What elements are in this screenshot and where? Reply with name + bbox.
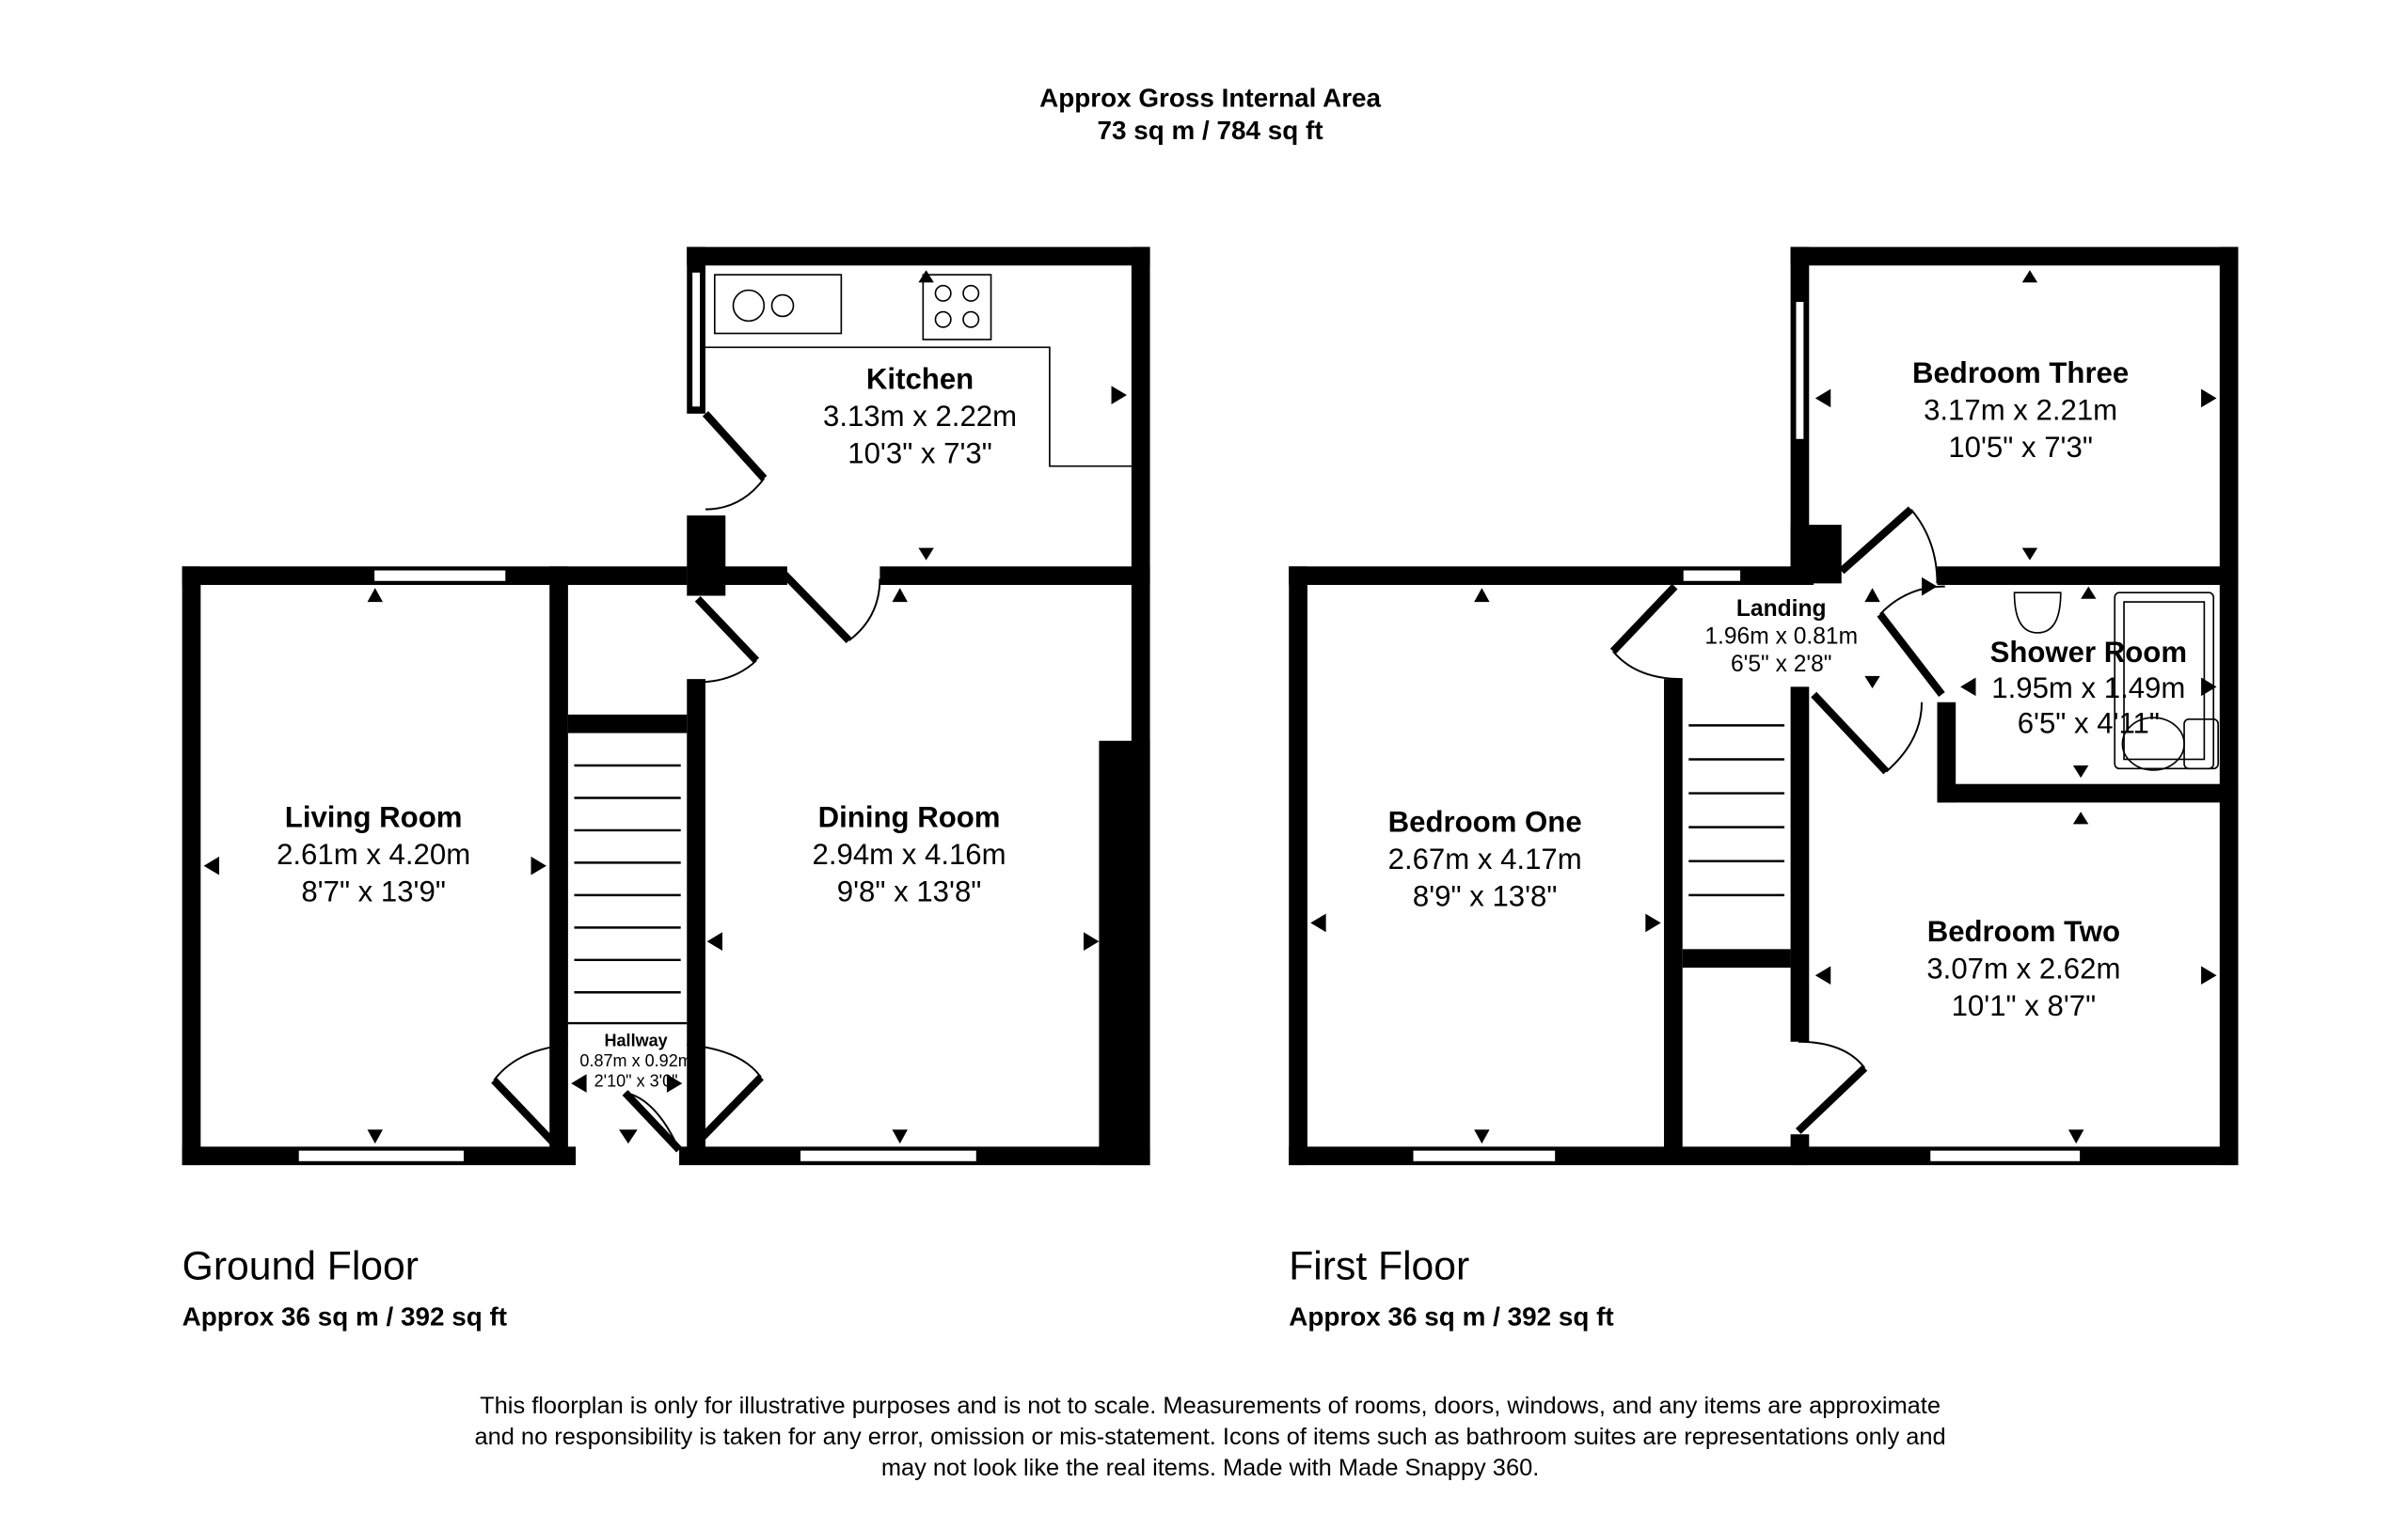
room-bedroom-one: Bedroom One 2.67m x 4.17m 8'9" x 13'8"	[1388, 806, 1582, 913]
svg-text:Bedroom Two: Bedroom Two	[1927, 915, 2120, 948]
room-bedroom-three: Bedroom Three 3.17m x 2.21m 10'5" x 7'3"	[1912, 356, 2129, 464]
svg-text:Living Room: Living Room	[285, 801, 463, 834]
ground-floor-area: Approx 36 sq m / 392 sq ft	[182, 1302, 507, 1332]
room-landing: Landing 1.96m x 0.81m 6'5" x 2'8"	[1704, 596, 1858, 677]
svg-text:10'3" x 7'3": 10'3" x 7'3"	[848, 436, 992, 469]
svg-text:Landing: Landing	[1736, 596, 1827, 622]
svg-text:0.87m x 0.92m: 0.87m x 0.92m	[579, 1051, 691, 1070]
svg-text:Kitchen: Kitchen	[866, 363, 974, 396]
svg-text:10'5" x 7'3": 10'5" x 7'3"	[1948, 431, 2093, 464]
svg-text:Bedroom One: Bedroom One	[1388, 806, 1582, 839]
svg-text:3.13m x 2.22m: 3.13m x 2.22m	[823, 400, 1017, 433]
svg-text:2'10" x 3'0": 2'10" x 3'0"	[594, 1071, 678, 1090]
svg-text:1.95m x 1.49m: 1.95m x 1.49m	[1991, 671, 2185, 704]
svg-text:10'1" x 8'7": 10'1" x 8'7"	[1952, 989, 2097, 1022]
first-floor-title: First Floor	[1289, 1243, 1469, 1288]
room-hallway: Hallway 0.87m x 0.92m 2'10" x 3'0"	[579, 1032, 691, 1091]
room-dining-room: Dining Room 2.94m x 4.16m 9'8" x 13'8"	[813, 801, 1006, 908]
disclaimer-line-2: and no responsibility is taken for any e…	[474, 1424, 1945, 1450]
svg-text:Bedroom Three: Bedroom Three	[1912, 356, 2129, 389]
svg-text:8'9" x 13'8": 8'9" x 13'8"	[1413, 879, 1558, 912]
room-kitchen: Kitchen 3.13m x 2.22m 10'3" x 7'3"	[823, 363, 1017, 470]
gross-area-value: 73 sq m / 784 sq ft	[1097, 116, 1323, 145]
svg-text:2.67m x 4.17m: 2.67m x 4.17m	[1388, 843, 1582, 875]
room-bedroom-two: Bedroom Two 3.07m x 2.62m 10'1" x 8'7"	[1926, 915, 2120, 1022]
dimension-arrows	[1310, 270, 2217, 1144]
svg-text:3.17m x 2.21m: 3.17m x 2.21m	[1924, 393, 2117, 426]
disclaimer-line-1: This floorplan is only for illustrative …	[480, 1393, 1941, 1419]
room-living-room: Living Room 2.61m x 4.20m 8'7" x 13'9"	[277, 801, 470, 908]
svg-text:8'7" x 13'9": 8'7" x 13'9"	[301, 875, 446, 907]
svg-text:Shower Room: Shower Room	[1990, 636, 2187, 669]
svg-text:Dining Room: Dining Room	[818, 801, 1001, 834]
dimension-arrows	[203, 270, 1127, 1144]
svg-text:Hallway: Hallway	[604, 1032, 667, 1050]
svg-text:9'8" x 13'8": 9'8" x 13'8"	[837, 875, 982, 907]
first-floor-area: Approx 36 sq m / 392 sq ft	[1289, 1302, 1613, 1332]
svg-text:1.96m x 0.81m: 1.96m x 0.81m	[1704, 623, 1858, 649]
disclaimer-line-3: may not look like the real items. Made w…	[881, 1455, 1539, 1481]
first-floor-plan	[1289, 246, 2239, 1166]
gross-area-title: Approx Gross Internal Area	[1039, 83, 1381, 112]
svg-text:3.07m x 2.62m: 3.07m x 2.62m	[1926, 952, 2120, 985]
ground-floor-plan	[182, 246, 1150, 1166]
room-shower-room: Shower Room 1.95m x 1.49m 6'5" x 4'11"	[1990, 636, 2187, 739]
svg-text:2.94m x 4.16m: 2.94m x 4.16m	[813, 838, 1006, 871]
svg-text:6'5" x 4'11": 6'5" x 4'11"	[2018, 707, 2160, 740]
ground-floor-title: Ground Floor	[182, 1243, 419, 1288]
svg-text:2.61m x 4.20m: 2.61m x 4.20m	[277, 838, 470, 871]
svg-text:6'5" x 2'8": 6'5" x 2'8"	[1731, 652, 1832, 677]
